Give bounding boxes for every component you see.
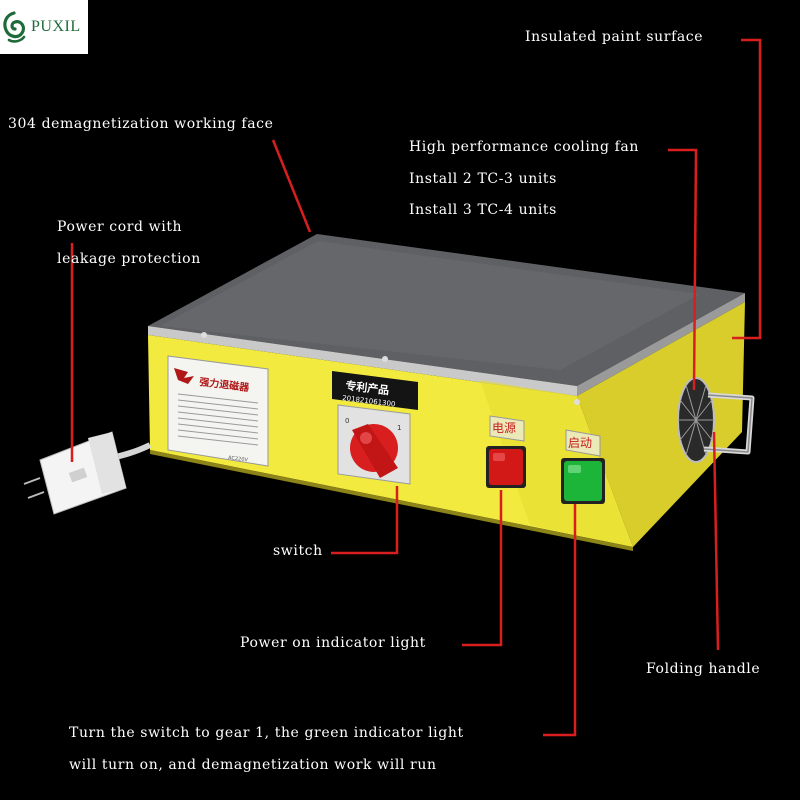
leakage-protection-plug[interactable] <box>39 431 127 515</box>
callout-instruction-line2: will turn on, and demagnetization work w… <box>69 757 437 773</box>
callout-insulated-paint-surface: Insulated paint surface <box>525 29 704 45</box>
working-face-highlight <box>160 241 700 370</box>
callout-instruction-line1: Turn the switch to gear 1, the green ind… <box>69 725 464 741</box>
callout-power-indicator: Power on indicator light <box>240 635 426 651</box>
housing-bottom-edge <box>150 450 633 551</box>
power-indicator-label: 电源 <box>492 421 516 435</box>
brand-logo: PUXIL <box>0 0 88 54</box>
patent-badge-title: 专利产品 <box>345 378 390 397</box>
working-face-side-edge <box>577 293 745 396</box>
rotary-switch[interactable]: 0 1 <box>337 404 411 485</box>
start-indicator-label: 启动 <box>568 436 592 450</box>
screw <box>201 332 207 338</box>
leader-start-indicator <box>543 504 577 737</box>
switch-position-1: 1 <box>397 424 401 432</box>
leader-cooling-fan <box>668 148 698 391</box>
callout-power-cord-line1: Power cord with <box>57 219 183 235</box>
callout-folding-handle: Folding handle <box>646 661 761 677</box>
callout-power-cord-line2: leakage protection <box>57 251 201 267</box>
callout-leader-lines <box>70 38 762 737</box>
leader-working-face <box>271 139 312 233</box>
callout-install-tc4: Install 3 TC-4 units <box>409 202 557 218</box>
start-label-plate <box>565 429 601 457</box>
leader-insulated-paint <box>732 38 762 340</box>
screw <box>574 399 580 405</box>
callout-cooling-fan: High performance cooling fan <box>409 139 639 155</box>
patent-badge <box>332 371 418 410</box>
plug-prongs <box>23 477 45 499</box>
power-indicator-light[interactable] <box>486 446 526 488</box>
leader-power-indicator <box>462 490 503 647</box>
leader-switch <box>331 486 399 555</box>
cooling-fan-icon <box>677 377 715 463</box>
power-label-plate <box>489 415 525 442</box>
callout-switch: switch <box>273 543 323 559</box>
switch-position-0: 0 <box>345 417 349 425</box>
callout-working-face: 304 demagnetization working face <box>8 116 274 132</box>
callout-install-tc3: Install 2 TC-3 units <box>409 171 557 187</box>
logo-swirl-icon <box>3 11 26 43</box>
nameplate-footer: AC220V <box>228 455 249 463</box>
start-indicator-light[interactable] <box>561 458 605 504</box>
logo-text: PUXIL <box>31 18 81 35</box>
nameplate-eagle-icon <box>174 368 194 384</box>
working-face-front-edge <box>148 326 577 396</box>
leader-folding-handle <box>712 431 720 651</box>
housing-side-face <box>577 302 745 547</box>
nameplate-spec-lines <box>177 393 259 446</box>
rotary-switch-knob-highlight <box>360 432 372 444</box>
screw <box>382 356 388 362</box>
